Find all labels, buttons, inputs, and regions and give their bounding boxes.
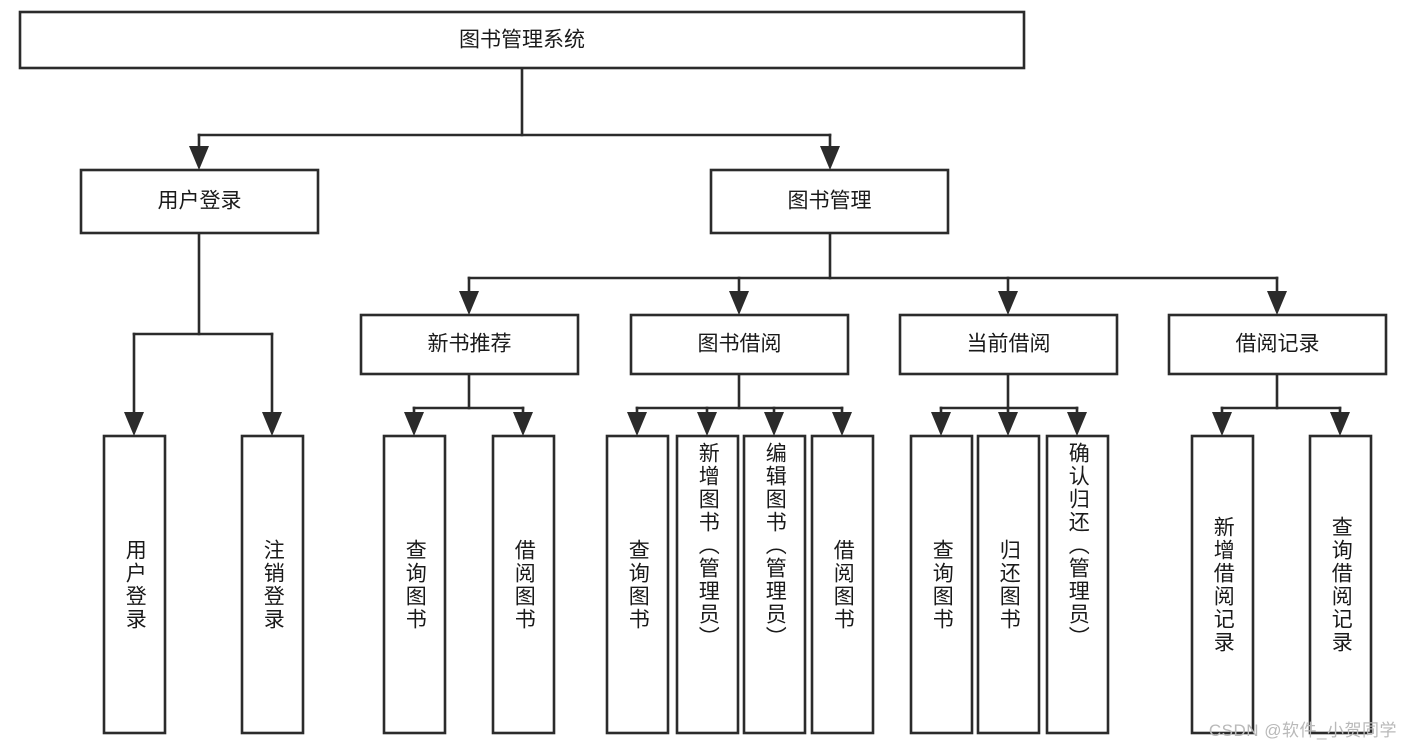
- arrow-head-leaf-query-borrow-record: [1330, 412, 1350, 436]
- arrow-head-borrow-record: [1267, 291, 1287, 315]
- node-current-borrow-box[interactable]: [898, 313, 1119, 376]
- arrow-head-leaf-edit-book: [764, 412, 784, 436]
- arrow-head-leaf-logout-login: [262, 412, 282, 436]
- node-book-management-box[interactable]: [709, 168, 950, 235]
- leaf-boxes: [102, 434, 1373, 735]
- leaf-box-confirm-return[interactable]: [1045, 434, 1110, 735]
- arrow-head-leaf-add-book: [697, 412, 717, 436]
- arrow-head-leaf-return-book: [998, 412, 1018, 436]
- leaf-box-logout-login[interactable]: [240, 434, 305, 735]
- leaf-box-user-login[interactable]: [102, 434, 167, 735]
- arrow-head-current-borrow: [998, 291, 1018, 315]
- node-current-borrow-label: 当前借阅: [967, 333, 1051, 356]
- node-borrow-record-box[interactable]: [1167, 313, 1388, 376]
- leaf-box-borrow-book-2[interactable]: [810, 434, 875, 735]
- leaf-box-query-book-2[interactable]: [605, 434, 670, 735]
- arrow-head-leaf-query-book-3: [931, 412, 951, 436]
- connector-group-user-login-to-leaves: [124, 231, 282, 436]
- node-book-borrow[interactable]: 图书借阅: [629, 313, 850, 376]
- node-new-book-recommend-label: 新书推荐: [428, 333, 512, 356]
- node-book-borrow-box[interactable]: [629, 313, 850, 376]
- csdn-watermark: CSDN @软件_小贺同学: [1208, 721, 1397, 740]
- arrow-head-leaf-user-login: [124, 412, 144, 436]
- leaf-box-borrow-book-1[interactable]: [491, 434, 556, 735]
- arrow-head-leaf-add-borrow-record: [1212, 412, 1232, 436]
- node-user-login[interactable]: 用户登录: [79, 168, 320, 235]
- node-user-login-box[interactable]: [79, 168, 320, 235]
- node-book-management[interactable]: 图书管理: [709, 168, 950, 235]
- arrow-head-leaf-query-book-1: [404, 412, 424, 436]
- node-book-borrow-label: 图书借阅: [698, 333, 782, 356]
- connector-group-book-borrow-to-leaves: [627, 372, 852, 436]
- leaf-box-add-borrow-record[interactable]: [1190, 434, 1255, 735]
- node-root-label: 图书管理系统: [459, 29, 585, 52]
- arrow-head-leaf-borrow-book-2: [832, 412, 852, 436]
- connector-group-root-to-level2: [189, 66, 840, 170]
- arrow-head-book-management: [820, 146, 840, 170]
- leaf-box-query-borrow-record[interactable]: [1308, 434, 1373, 735]
- leaf-box-edit-book[interactable]: [742, 434, 807, 735]
- connector-group-book-management-to-level3: [459, 231, 1287, 315]
- leaf-box-add-book[interactable]: [675, 434, 740, 735]
- node-book-management-label: 图书管理: [788, 190, 872, 213]
- leaf-box-return-book[interactable]: [976, 434, 1041, 735]
- connector-group-borrow-record-to-leaves: [1212, 372, 1350, 436]
- arrow-head-leaf-borrow-book-1: [513, 412, 533, 436]
- arrow-head-book-borrow: [729, 291, 749, 315]
- node-root[interactable]: 图书管理系统: [18, 10, 1026, 70]
- node-user-login-label: 用户登录: [158, 190, 242, 213]
- arrow-head-user-login: [189, 146, 209, 170]
- node-borrow-record-label: 借阅记录: [1236, 333, 1320, 356]
- leaf-box-query-book-1[interactable]: [382, 434, 447, 735]
- node-new-book-recommend[interactable]: 新书推荐: [359, 313, 580, 376]
- node-new-book-recommend-box[interactable]: [359, 313, 580, 376]
- arrow-head-new-book-recommend: [459, 291, 479, 315]
- arrow-head-leaf-confirm-return: [1067, 412, 1087, 436]
- leaf-box-query-book-3[interactable]: [909, 434, 974, 735]
- connector-group-current-borrow-to-leaves: [931, 372, 1087, 436]
- arrow-head-leaf-query-book-2: [627, 412, 647, 436]
- node-borrow-record[interactable]: 借阅记录: [1167, 313, 1388, 376]
- node-root-box[interactable]: [18, 10, 1026, 70]
- connector-group-new-book-to-leaves: [404, 372, 533, 436]
- node-current-borrow[interactable]: 当前借阅: [898, 313, 1119, 376]
